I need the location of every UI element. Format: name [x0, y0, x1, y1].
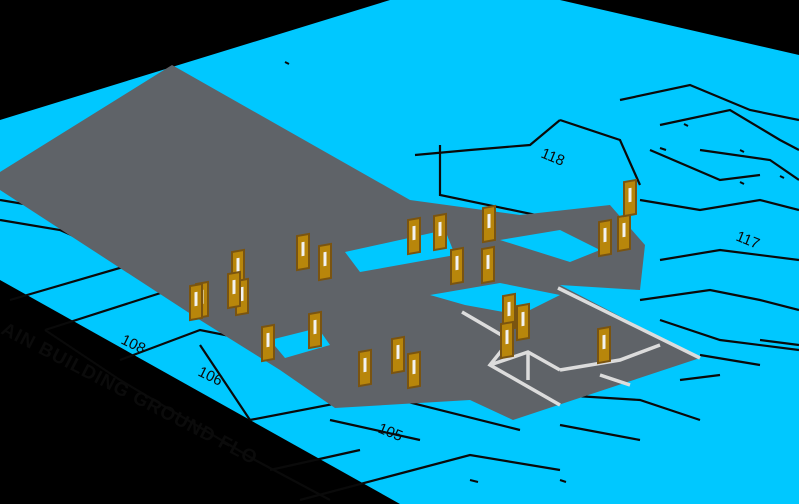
door-icon: [597, 325, 611, 365]
door-icon: [189, 282, 203, 322]
door-icon: [407, 350, 421, 390]
slab-openings: [270, 230, 600, 358]
door-icon: [481, 245, 495, 285]
door-icon: [358, 348, 372, 388]
door-icon: [318, 242, 332, 282]
door-icon: [617, 213, 631, 253]
door-icon: [433, 212, 447, 252]
doors: [189, 178, 637, 390]
door-icon: [482, 204, 496, 244]
door-icon: [623, 178, 637, 218]
door-icon: [261, 323, 275, 363]
door-icon: [516, 302, 530, 342]
door-icon: [450, 246, 464, 286]
door-icon: [500, 320, 514, 360]
door-icon: [598, 218, 612, 258]
door-icon: [407, 216, 421, 256]
plan-ticks: [284, 61, 785, 483]
door-icon: [308, 310, 322, 350]
door-icon: [391, 335, 405, 375]
door-icon: [296, 232, 310, 272]
door-icon: [227, 270, 241, 310]
